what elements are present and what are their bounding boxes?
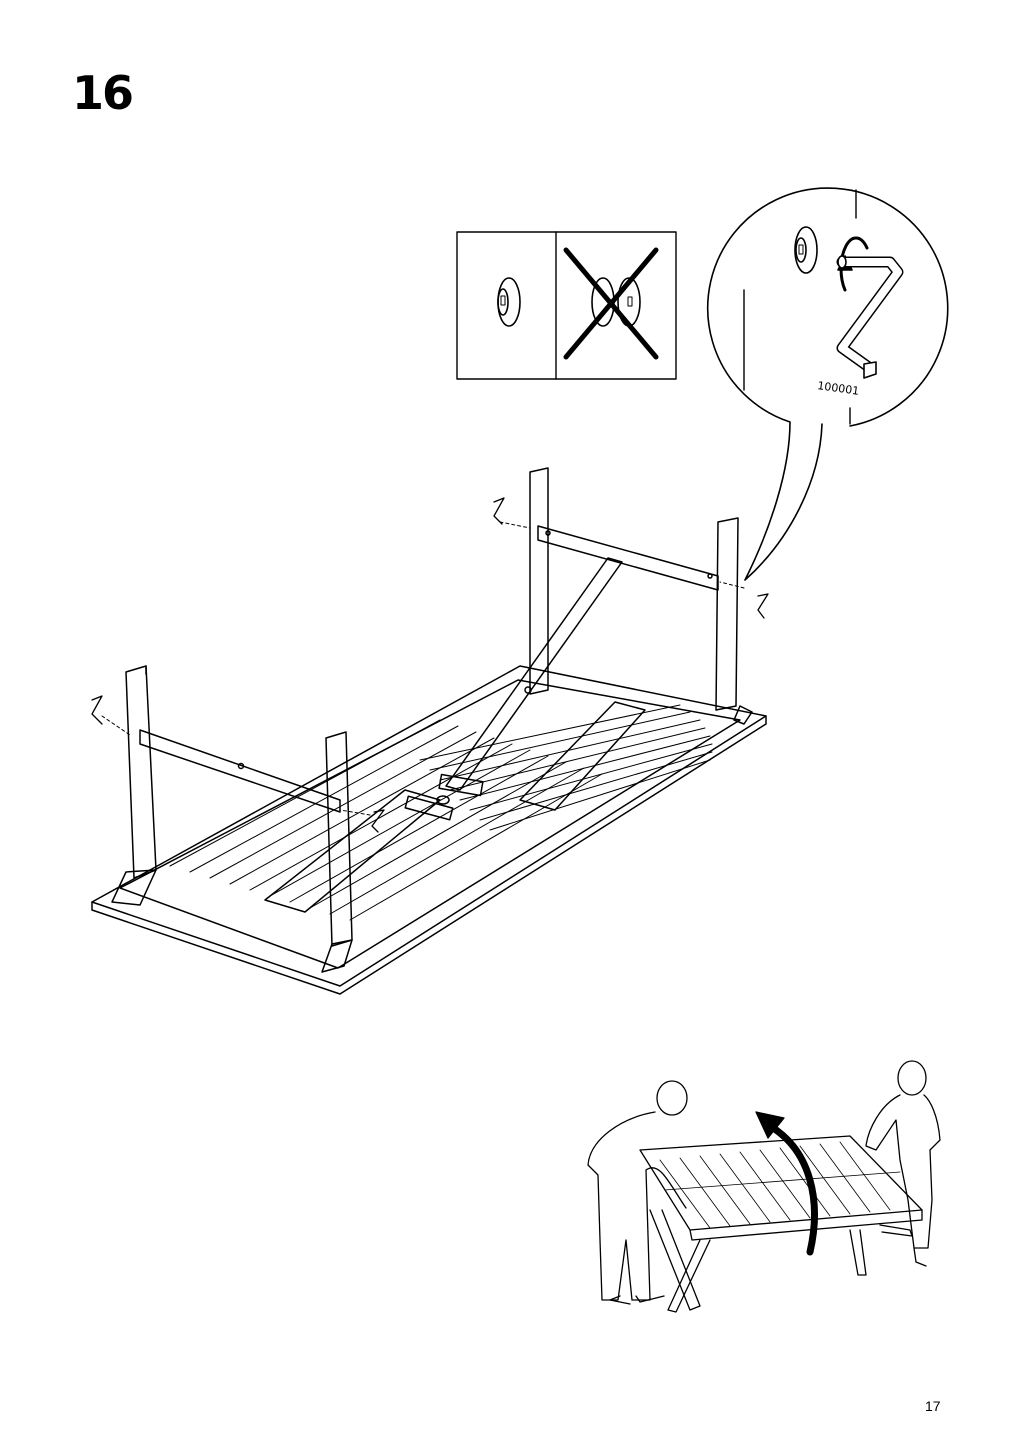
hex-key-icons	[91, 497, 769, 833]
flip-table-illustration	[587, 1060, 941, 1313]
person-left	[587, 1080, 688, 1305]
table-slats	[169, 704, 713, 921]
step-number: 16	[72, 66, 134, 120]
flip-arrow-icon	[755, 1111, 818, 1256]
table-assembly	[91, 467, 769, 995]
detail-callout: 100001	[707, 187, 949, 581]
page-number: 17	[925, 1398, 941, 1414]
cam-lock-detail	[794, 226, 818, 274]
part-code-label: 100001	[817, 379, 860, 398]
cam-lock-correct-icon	[497, 277, 521, 327]
cam-lock-incorrect-icon	[563, 247, 659, 360]
person-right	[865, 1060, 941, 1267]
hex-key-icon	[836, 255, 904, 379]
comparison-panel	[456, 231, 677, 380]
